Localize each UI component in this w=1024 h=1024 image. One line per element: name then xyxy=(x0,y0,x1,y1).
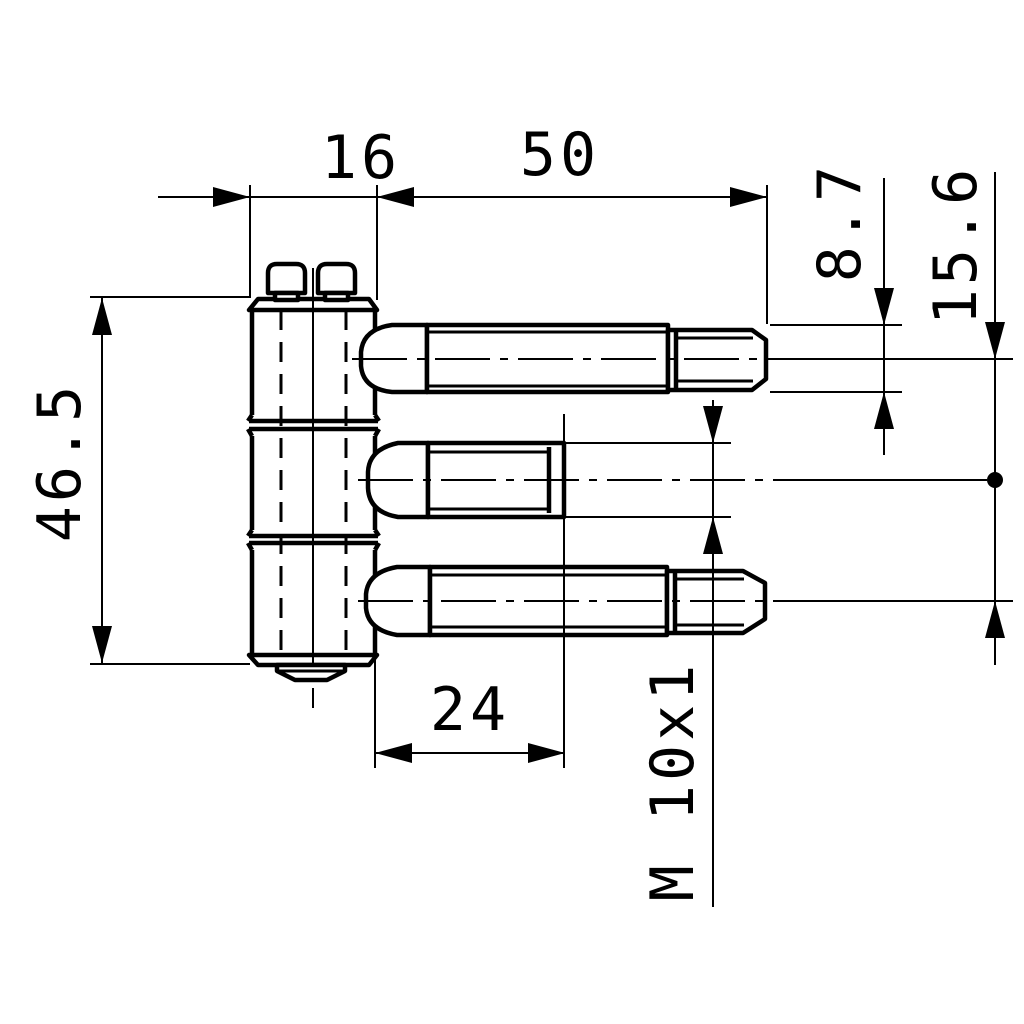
arrowhead xyxy=(213,187,250,207)
top-pin-tip-lines xyxy=(677,336,753,383)
bottom-pin xyxy=(358,564,1013,638)
bottom-pin-tip-lines xyxy=(676,577,744,627)
screw-tab-right-foot xyxy=(322,290,351,303)
centerline-reference-dot xyxy=(987,472,1003,488)
arrowhead xyxy=(528,743,565,763)
dim-body-width-label: 16 xyxy=(321,123,401,193)
dim-ext-body-height xyxy=(90,296,250,665)
dim-pin-length-label: 50 xyxy=(520,120,600,190)
dim-ext-thread xyxy=(564,442,731,518)
arrowhead xyxy=(377,187,414,207)
hinge-body xyxy=(246,261,381,708)
screw-tab-right xyxy=(315,261,358,296)
arrowhead xyxy=(874,392,894,429)
arrowhead xyxy=(92,626,112,663)
top-pin xyxy=(352,322,1013,395)
bottom-pin-thread-lines xyxy=(431,573,667,629)
arrowhead xyxy=(985,322,1005,359)
arrowhead xyxy=(730,187,767,207)
dim-middle-pin-length-label: 24 xyxy=(430,675,510,745)
screw-tab-left-foot xyxy=(272,290,301,303)
dim-ext-top xyxy=(249,185,768,324)
thread-spec-label: M 10x1 xyxy=(638,661,708,902)
arrowhead xyxy=(375,743,412,763)
middle-pin-thread-lines xyxy=(429,450,550,511)
arrowhead xyxy=(985,601,1005,638)
arrowhead xyxy=(703,406,723,443)
screw-tab-left xyxy=(265,261,308,296)
dimension-lines xyxy=(90,172,1005,907)
dimension-labels: 16 50 8.7 15.6 46.5 24 M 10x1 xyxy=(25,120,991,901)
arrowhead xyxy=(703,517,723,554)
top-pin-thread-lines xyxy=(428,330,668,388)
middle-pin xyxy=(358,440,987,520)
dim-pin-spacing-label: 15.6 xyxy=(921,165,991,326)
arrowhead xyxy=(874,288,894,325)
dim-pin-diameter-label: 8.7 xyxy=(805,162,875,282)
dim-ext-middle-pin xyxy=(374,414,565,768)
dim-ext-pin-diameter xyxy=(770,324,902,393)
arrowhead xyxy=(92,298,112,335)
dim-body-height-label: 46.5 xyxy=(25,382,95,543)
